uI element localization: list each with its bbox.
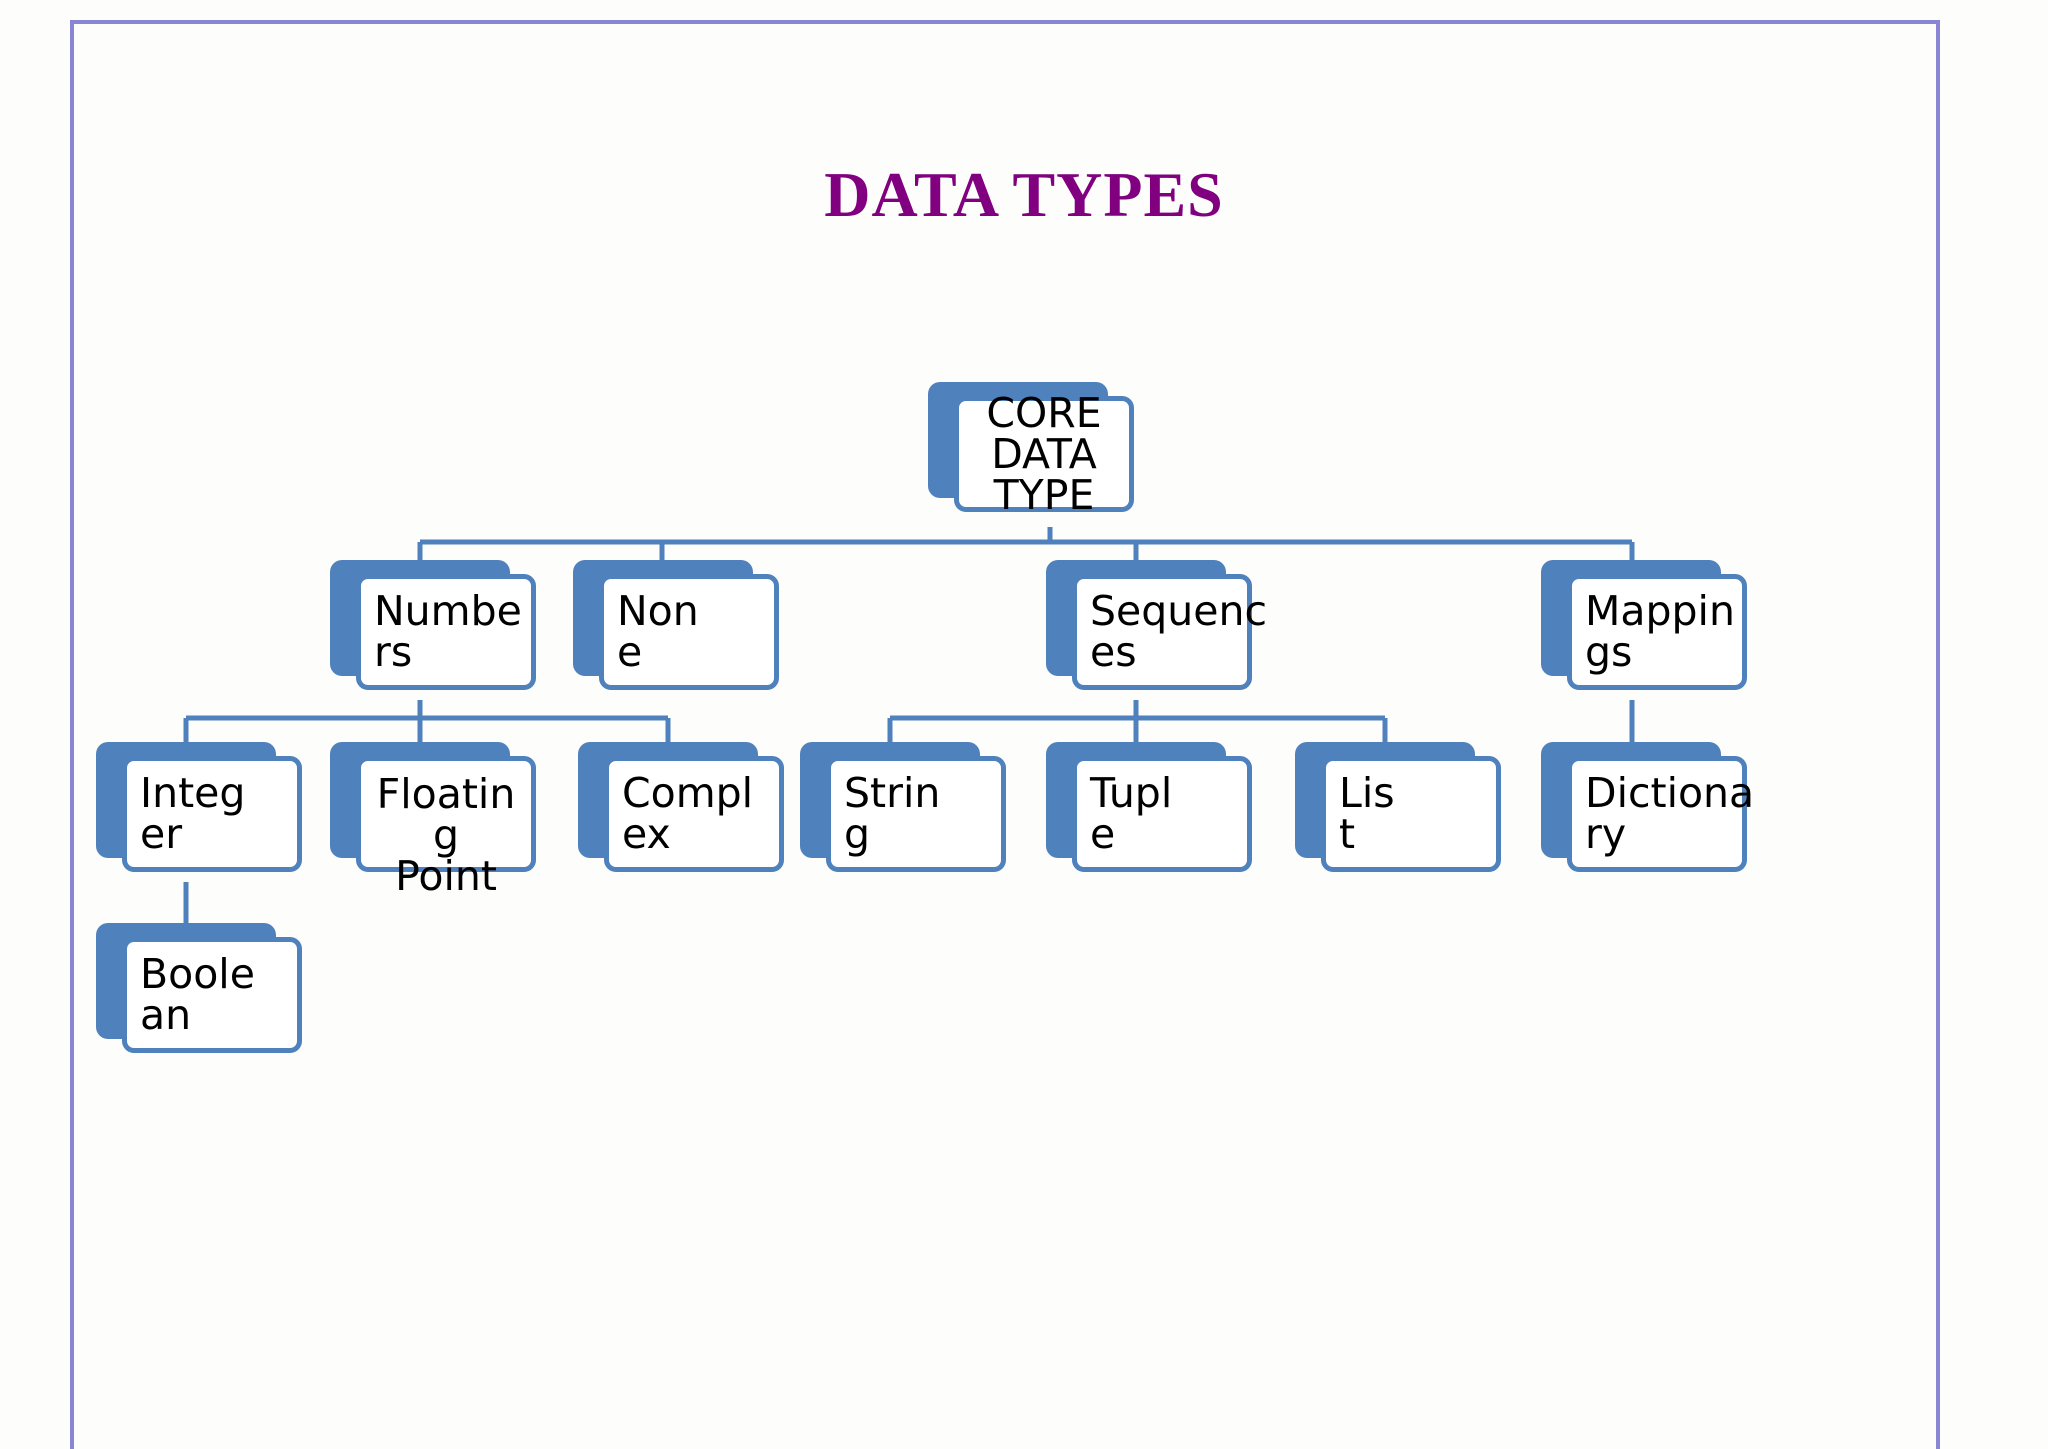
node-label-line: Numbe — [374, 587, 522, 635]
node-card — [356, 756, 536, 872]
node-label-line: g — [432, 811, 460, 859]
node-label: Compl ex — [604, 756, 784, 872]
node-card — [1567, 574, 1747, 690]
node-label: Non e — [599, 574, 779, 690]
node-label-line: er — [140, 810, 183, 858]
node-core-data-type[interactable]: CORE DATA TYPE — [928, 382, 1134, 515]
node-label-line: e — [617, 628, 643, 676]
node-label-line: es — [1090, 628, 1137, 676]
node-card — [1072, 574, 1252, 690]
node-label: Numbe rs — [356, 574, 536, 690]
node-label-line: TYPE — [993, 470, 1095, 519]
node-card — [954, 396, 1134, 512]
node-label-line: Point — [395, 852, 497, 900]
node-card — [1072, 756, 1252, 872]
node-label: Dictiona ry — [1567, 756, 1755, 872]
node-label-line: t — [1339, 810, 1356, 858]
node-none[interactable]: Non e — [573, 560, 779, 690]
node-numbers[interactable]: Numbe rs — [330, 560, 536, 690]
node-label-line: Compl — [622, 769, 754, 817]
node-tuple[interactable]: Tupl e — [1046, 742, 1252, 872]
node-sequences[interactable]: Sequenc es — [1046, 560, 1267, 690]
node-label: CORE DATA TYPE — [954, 388, 1134, 515]
node-label-line: Tupl — [1090, 769, 1173, 817]
node-label-line: Mappin — [1585, 587, 1735, 635]
node-label: Tupl e — [1072, 756, 1252, 872]
node-card — [356, 574, 536, 690]
node-card — [122, 756, 302, 872]
node-label-line: gs — [1585, 628, 1633, 676]
node-label-line: CORE — [986, 388, 1102, 437]
node-card — [122, 937, 302, 1053]
node-label-line: Non — [617, 587, 699, 635]
node-label-line: DATA — [991, 429, 1097, 478]
node-label-line: Integ — [140, 769, 246, 817]
node-label-line: Lis — [1339, 769, 1395, 817]
node-label-line: ry — [1585, 810, 1627, 858]
node-label-line: e — [1090, 810, 1116, 858]
node-label-line: Strin — [844, 769, 941, 817]
node-label-line: Dictiona — [1585, 769, 1755, 817]
node-label: Boole an — [122, 937, 302, 1053]
node-card — [1567, 756, 1747, 872]
node-dictionary[interactable]: Dictiona ry — [1541, 742, 1754, 872]
node-label-line: Boole — [140, 950, 255, 998]
node-label: Strin g — [826, 756, 1006, 872]
node-label: Sequenc es — [1072, 574, 1268, 690]
node-integer[interactable]: Integ er — [96, 742, 302, 872]
page-title: DATA TYPES — [824, 159, 1224, 230]
node-label-line: Floatin — [376, 770, 516, 818]
node-label-line: an — [140, 991, 192, 1039]
node-card — [599, 574, 779, 690]
node-card — [826, 756, 1006, 872]
node-label-line: rs — [374, 628, 413, 676]
node-label-line: g — [844, 810, 871, 858]
node-floating-point[interactable]: Floatin g Point — [330, 742, 536, 897]
node-label-line: Sequenc — [1090, 587, 1268, 635]
node-card — [604, 756, 784, 872]
node-label: Integ er — [122, 756, 302, 872]
node-mappings[interactable]: Mappin gs — [1541, 560, 1747, 690]
node-boolean[interactable]: Boole an — [96, 923, 302, 1053]
node-label: Floatin g Point — [356, 756, 536, 897]
node-label: Lis t — [1321, 756, 1501, 872]
node-card — [1321, 756, 1501, 872]
node-label-line: ex — [622, 810, 671, 858]
node-list[interactable]: Lis t — [1295, 742, 1501, 872]
node-complex[interactable]: Compl ex — [578, 742, 784, 872]
node-string[interactable]: Strin g — [800, 742, 1006, 872]
node-label: Mappin gs — [1567, 574, 1747, 690]
